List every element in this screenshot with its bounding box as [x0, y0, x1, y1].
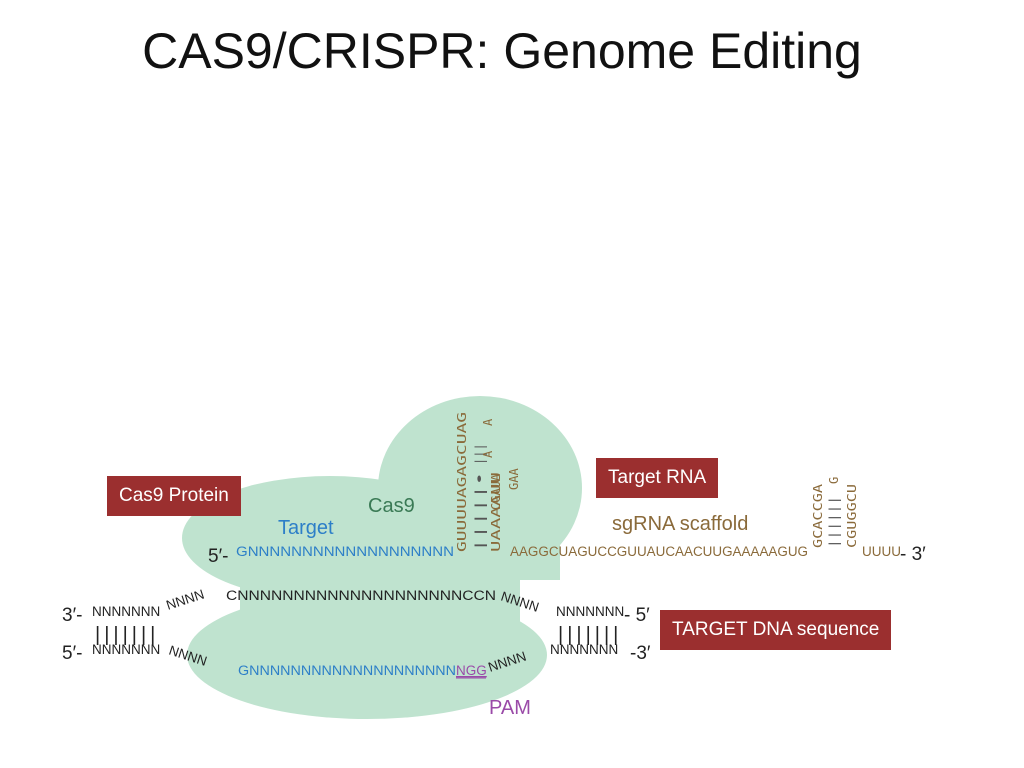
dna-top-left-wave: NNNN: [164, 587, 206, 613]
dna-bottom-left-flank: NNNNNNN: [92, 642, 160, 657]
sgrna-tail-sequence: UUUU: [862, 544, 901, 559]
sgrna-stem-loop-2: GCACCGA |||||| CGUGGCU G: [811, 477, 859, 548]
cas9-label: Cas9: [368, 495, 415, 517]
dna-bottom-five-prime: 5′-: [62, 643, 82, 664]
dna-top-left-flank: NNNNNNN: [92, 604, 160, 619]
stem2-pair-marks: ||||||: [827, 496, 841, 548]
dna-bottom-right-flank: NNNNNNN: [550, 642, 618, 657]
stem1-loop-bottom: GAA: [507, 468, 521, 490]
sgrna-five-prime: 5′-: [208, 546, 228, 567]
stem2-left-sequence: GCACCGA: [811, 483, 825, 548]
sgrna-stem-loop-1: GUUUUAGAGCUAG |||||• UAAAAUU A ||| A CGA…: [455, 412, 521, 552]
dna-top-five-prime: - 5′: [624, 605, 650, 626]
dna-left-base-pairs: |||||||: [95, 624, 159, 646]
sgrna-linker-sequence: AAGGCUAGUCCGUUAUCAACUUGAAAAAGUG: [510, 544, 808, 559]
dna-bottom-three-prime: -3′: [630, 643, 651, 664]
dna-top-strand: 3′- NNNNNNN NNNN CNNNNNNNNNNNNNNNNNNNNCC…: [62, 587, 650, 626]
stem2-loop: G: [827, 477, 841, 484]
target-label: Target: [278, 517, 334, 539]
stem1-loop-a: A: [481, 450, 495, 458]
stem1-left-sequence: GUUUUAGAGCUAG: [455, 412, 469, 552]
sgrna-scaffold-label: sgRNA scaffold: [612, 513, 748, 535]
stem1-right-sequence: UAAAAUU: [489, 472, 503, 552]
pam-label: PAM: [489, 697, 531, 719]
dna-top-three-prime: 3′-: [62, 605, 82, 626]
cas9-protein-callout: Cas9 Protein: [107, 476, 241, 516]
stem1-loop-right: CGAUA: [489, 473, 503, 510]
dna-right-base-pairs: |||||||: [558, 624, 622, 646]
stem2-right-sequence: CGUGGCU: [845, 484, 859, 548]
target-dna-callout: TARGET DNA sequence: [660, 610, 892, 650]
dna-top-right-flank: NNNNNNN: [556, 604, 624, 619]
cas9-protein-shape: [182, 396, 582, 719]
target-rna-callout: Target RNA: [596, 458, 719, 498]
stem1-pair-marks: |||||•: [473, 472, 487, 552]
stem1-loop-top: A: [481, 418, 495, 426]
dna-top-protospacer: CNNNNNNNNNNNNNNNNNNNNCCN: [226, 588, 496, 603]
dna-bottom-protospacer: GNNNNNNNNNNNNNNNNNNNN: [238, 663, 456, 678]
sgrna-strand: 5′- GNNNNNNNNNNNNNNNNNNN AAGGCUAGUCCGUUA…: [208, 544, 926, 567]
dna-bottom-pam-sequence: NGG: [456, 663, 487, 678]
sgrna-three-prime: - 3′: [900, 544, 926, 565]
slide-title: CAS9/CRISPR: Genome Editing: [142, 23, 862, 79]
sgrna-guide-sequence: GNNNNNNNNNNNNNNNNNNN: [236, 544, 454, 559]
stem1-loop-pairs: |||: [473, 443, 487, 465]
